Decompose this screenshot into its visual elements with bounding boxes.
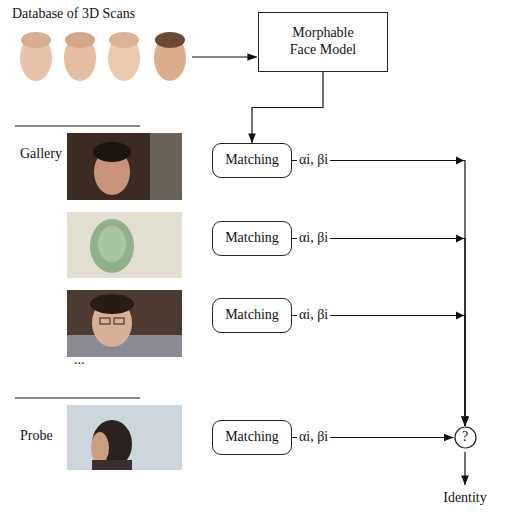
- parameter-label: αi, βi: [297, 429, 330, 446]
- decision-circle: ?: [454, 426, 477, 449]
- section-rule: [15, 397, 140, 398]
- section-label: Gallery: [20, 146, 62, 163]
- process-box: Matching: [212, 221, 292, 256]
- process-box: Matching: [212, 420, 292, 455]
- process-box: Matching: [212, 298, 292, 333]
- node-text: Matching: [225, 230, 279, 247]
- parameter-label: αi, βi: [297, 152, 330, 169]
- gallery-photo: [67, 212, 182, 278]
- ellipsis: ...: [74, 352, 85, 369]
- process-box: Matching: [212, 143, 292, 178]
- connector-arrow: [292, 239, 465, 427]
- node-text: Matching: [225, 307, 279, 324]
- gallery-photo: [67, 290, 182, 357]
- section-label: Probe: [20, 428, 53, 445]
- section-rule: [15, 125, 140, 126]
- input-arrow: [192, 56, 257, 57]
- scan-faces: [20, 32, 186, 81]
- model-box: Morphable Face Model: [258, 12, 388, 72]
- connector-arrow: [252, 72, 323, 143]
- parameter-label: αi, βi: [297, 230, 330, 247]
- output-label: Identity: [443, 490, 487, 507]
- connector-arrow: [292, 316, 465, 427]
- node-text: ?: [462, 429, 468, 446]
- node-text: Matching: [225, 152, 279, 169]
- node-text: Matching: [225, 429, 279, 446]
- probe-photo: [67, 405, 182, 470]
- connector-arrow: [292, 161, 465, 427]
- output-arrow: [464, 452, 465, 485]
- parameter-label: αi, βi: [297, 307, 330, 324]
- section-title: Database of 3D Scans: [12, 6, 135, 23]
- node-text: Morphable Face Model: [280, 25, 366, 59]
- gallery-photo: [67, 133, 182, 200]
